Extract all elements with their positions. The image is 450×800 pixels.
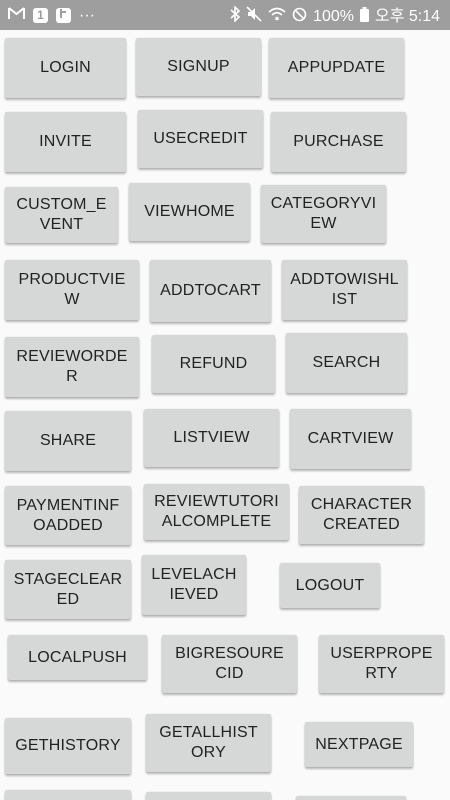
custom-event-button[interactable]: CUSTOM_EVENT — [5, 187, 118, 243]
notification-count-icon: 1 — [33, 8, 48, 23]
stagecleared-button[interactable]: STAGECLEARED — [5, 560, 131, 619]
charactercreated-button[interactable]: CHARACTERCREATED — [299, 486, 424, 544]
categoryview-button[interactable]: CATEGORYVIEW — [261, 185, 386, 243]
battery-icon — [359, 6, 369, 27]
levelachieved-button[interactable]: LEVELACHIEVED — [142, 555, 246, 615]
status-bar-left: 1 ··· — [8, 6, 95, 25]
partial-button-3[interactable] — [296, 796, 406, 800]
getallhistory-button[interactable]: GETALLHISTORY — [146, 714, 271, 772]
gmail-icon — [8, 6, 25, 25]
dnd-icon — [292, 7, 307, 27]
status-bar-right: 100% 오후 5:14 — [230, 5, 440, 27]
usecredit-button[interactable]: USECREDIT — [138, 110, 263, 168]
partial-button-2[interactable] — [146, 792, 271, 800]
userproperty-button[interactable]: USERPROPERTY — [319, 635, 444, 693]
bigresourceid-button[interactable]: BIGRESOURECID — [162, 635, 297, 693]
refund-button[interactable]: REFUND — [152, 335, 275, 393]
login-button[interactable]: LOGIN — [5, 38, 126, 98]
productview-button[interactable]: PRODUCTVIEW — [5, 260, 139, 320]
more-dots-icon: ··· — [79, 6, 95, 24]
clock: 오후 5:14 — [374, 7, 440, 25]
partial-button-1[interactable] — [5, 790, 131, 800]
app-icon — [56, 8, 71, 23]
revieworder-button[interactable]: REVIEWORDER — [5, 337, 139, 397]
appupdate-button[interactable]: APPUPDATE — [269, 38, 404, 98]
invite-button[interactable]: INVITE — [5, 112, 126, 172]
share-button[interactable]: SHARE — [5, 411, 131, 471]
reviewtutorialcomplete-button[interactable]: REVIEWTUTORIALCOMPLETE — [144, 484, 289, 540]
mute-icon — [246, 6, 262, 27]
purchase-button[interactable]: PURCHASE — [271, 112, 406, 172]
listview-button[interactable]: LISTVIEW — [144, 409, 279, 467]
nextpage-button[interactable]: NEXTPAGE — [305, 722, 413, 767]
localpush-button[interactable]: LOCALPUSH — [8, 635, 147, 680]
wifi-icon — [268, 7, 286, 26]
signup-button[interactable]: SIGNUP — [136, 38, 261, 96]
battery-percent: 100% — [313, 7, 354, 25]
paymentinfoadded-button[interactable]: PAYMENTINFOADDED — [5, 486, 131, 545]
viewhome-button[interactable]: VIEWHOME — [129, 183, 250, 241]
bluetooth-icon — [230, 5, 241, 27]
addtocart-button[interactable]: ADDTOCART — [150, 260, 271, 322]
logout-button[interactable]: LOGOUT — [280, 563, 380, 608]
search-button[interactable]: SEARCH — [286, 333, 407, 393]
cartview-button[interactable]: CARTVIEW — [290, 409, 411, 469]
gethistory-button[interactable]: GETHISTORY — [5, 718, 131, 774]
addtowishlist-button[interactable]: ADDTOWISHLIST — [282, 260, 407, 320]
status-bar: 1 ··· 100% 오후 5:14 — [0, 0, 450, 30]
